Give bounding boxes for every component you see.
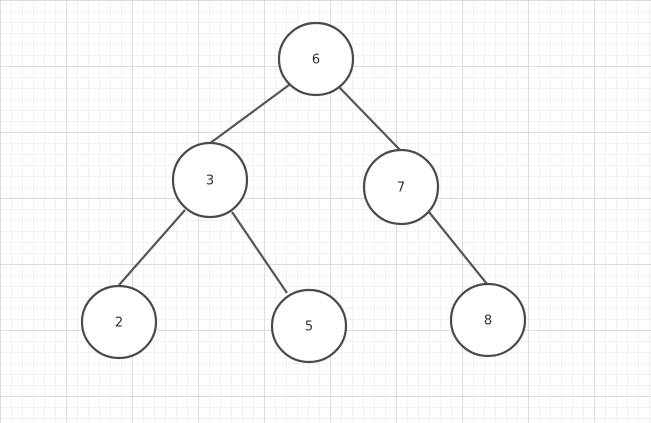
tree-node-2: 2 <box>80 284 158 360</box>
tree-node-7: 7 <box>362 148 440 226</box>
tree-node-8: 8 <box>449 282 527 358</box>
node-circle <box>362 148 440 226</box>
edge-3-5 <box>231 211 288 294</box>
node-circle <box>80 284 158 360</box>
tree-node-6: 6 <box>277 21 355 97</box>
edge-7-8 <box>428 211 488 285</box>
node-circle <box>449 282 527 358</box>
node-label: 2 <box>115 316 123 331</box>
edge-3-2 <box>118 209 186 286</box>
node-label: 7 <box>397 181 405 196</box>
node-label: 3 <box>206 174 214 189</box>
node-label: 5 <box>305 320 313 335</box>
tree-node-3: 3 <box>171 141 249 219</box>
tree-node-5: 5 <box>270 288 348 364</box>
edge-6-7 <box>338 86 402 152</box>
edge-6-3 <box>208 84 290 145</box>
node-circle <box>270 288 348 364</box>
node-label: 6 <box>312 53 320 68</box>
node-circle <box>277 21 355 97</box>
node-circle <box>171 141 249 219</box>
node-label: 8 <box>484 314 492 329</box>
